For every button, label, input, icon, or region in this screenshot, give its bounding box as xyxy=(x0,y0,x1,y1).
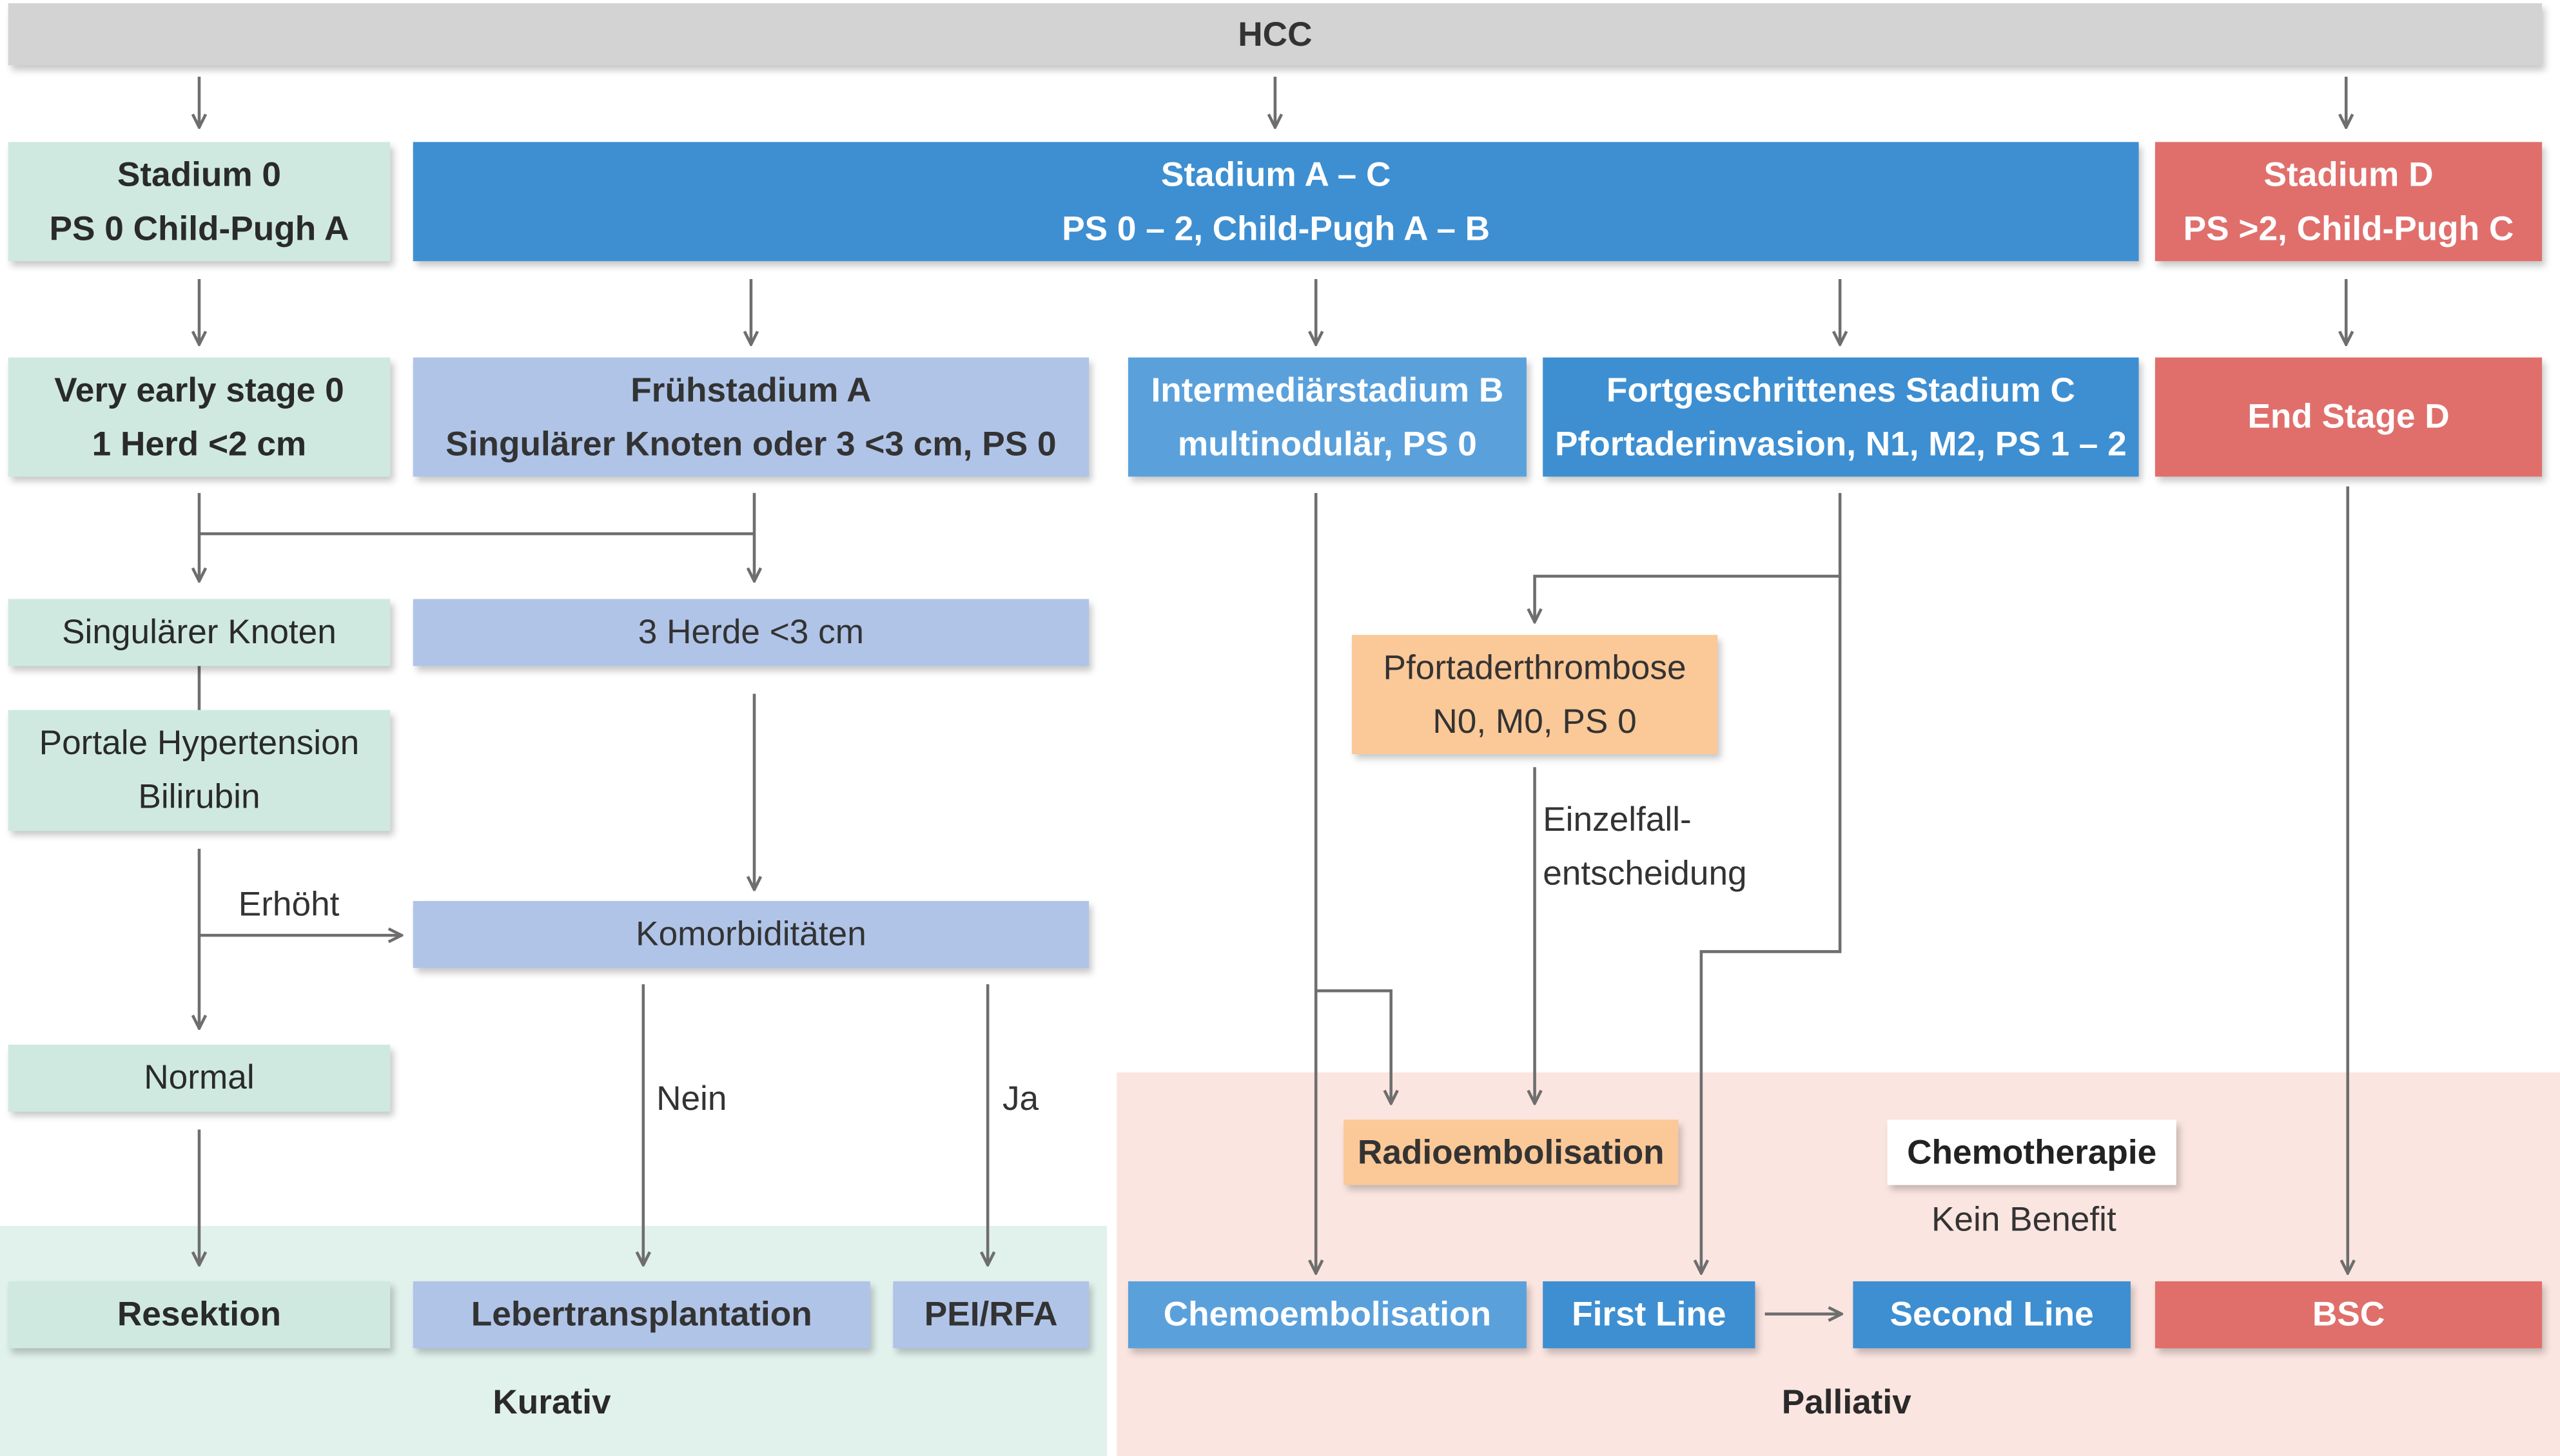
end-stage-box: End Stage D xyxy=(2155,357,2543,477)
arrow-advanced-thrombosis xyxy=(1535,492,1842,622)
singular-node-label: Singulärer Knoten xyxy=(62,614,337,652)
advanced-stage-title: Fortgeschrittenes Stadium C xyxy=(1606,371,2075,409)
intermediate-stage-criteria: multinodulär, PS 0 xyxy=(1177,425,1477,463)
stage-0-criteria: PS 0 Child-Pugh A xyxy=(49,209,349,248)
chemoembolisation-box: Chemoembolisation xyxy=(1128,1281,1527,1348)
hcc-root-label: HCC xyxy=(1238,15,1313,53)
arrow-advanced-firstline xyxy=(1701,576,1842,1273)
chemotherapy-box: Chemotherapie xyxy=(1887,1120,2176,1185)
early-stage-box: Frühstadium A Singulärer Knoten oder 3 <… xyxy=(413,357,1089,477)
pei-rfa-label: PEI/RFA xyxy=(924,1296,1058,1334)
comorbidities-label: Komorbiditäten xyxy=(636,915,866,953)
stage-ac-title: Stadium A – C xyxy=(1160,155,1391,194)
stage-ac-criteria: PS 0 – 2, Child-Pugh A – B xyxy=(1062,209,1490,248)
portal-hypertension-label: Portale Hypertension xyxy=(39,724,360,762)
bilirubin-label: Bilirubin xyxy=(138,779,260,817)
portal-hypertension-box: Portale Hypertension Bilirubin xyxy=(8,710,391,831)
stage-ac-box: Stadium A – C PS 0 – 2, Child-Pugh A – B xyxy=(413,142,2139,262)
curative-zone-label: Kurativ xyxy=(493,1384,611,1422)
second-line-label: Second Line xyxy=(1890,1296,2094,1334)
end-stage-title: End Stage D xyxy=(2247,398,2450,436)
resection-box: Resektion xyxy=(8,1281,391,1348)
portal-thrombosis-label: Pfortaderthrombose xyxy=(1383,648,1686,686)
normal-label: Normal xyxy=(144,1059,255,1097)
very-early-stage-criteria: 1 Herd <2 cm xyxy=(92,425,307,463)
intermediate-stage-title: Intermediärstadium B xyxy=(1151,371,1504,409)
singular-node-box: Singulärer Knoten xyxy=(8,599,391,666)
intermediate-stage-box: Intermediärstadium B multinodulär, PS 0 xyxy=(1128,357,1527,477)
radioembolisation-box: Radioembolisation xyxy=(1344,1120,1679,1185)
early-stage-criteria: Singulärer Knoten oder 3 <3 cm, PS 0 xyxy=(445,425,1057,463)
comorbidities-box: Komorbiditäten xyxy=(413,900,1089,968)
palliative-zone-label: Palliativ xyxy=(1781,1384,1911,1422)
liver-transplant-label: Lebertransplantation xyxy=(471,1296,812,1334)
resection-label: Resektion xyxy=(117,1296,282,1334)
elevated-label: Erhöht xyxy=(238,886,340,924)
portal-thrombosis-box: Pfortaderthrombose N0, M0, PS 0 xyxy=(1351,635,1718,755)
yes-label: Ja xyxy=(1002,1080,1039,1118)
stage-d-criteria: PS >2, Child-Pugh C xyxy=(2183,209,2514,248)
hcc-root-box: HCC xyxy=(8,3,2543,66)
early-stage-title: Frühstadium A xyxy=(630,371,872,409)
portal-thrombosis-criteria: N0, M0, PS 0 xyxy=(1432,703,1637,741)
stage-d-box: Stadium D PS >2, Child-Pugh C xyxy=(2155,142,2543,262)
bsc-label: BSC xyxy=(2312,1296,2385,1334)
very-early-stage-box: Very early stage 0 1 Herd <2 cm xyxy=(8,357,391,477)
three-foci-box: 3 Herde <3 cm xyxy=(413,599,1089,666)
pei-rfa-box: PEI/RFA xyxy=(893,1281,1089,1348)
case-decision-label-2: entscheidung xyxy=(1543,855,1747,893)
second-line-box: Second Line xyxy=(1853,1281,2131,1348)
radioembolisation-label: Radioembolisation xyxy=(1357,1133,1665,1172)
no-benefit-label: Kein Benefit xyxy=(1931,1201,2116,1239)
three-foci-label: 3 Herde <3 cm xyxy=(638,614,865,652)
chemotherapy-label: Chemotherapie xyxy=(1907,1133,2157,1172)
advanced-stage-criteria: Pfortaderinvasion, N1, M2, PS 1 – 2 xyxy=(1555,425,2127,463)
stage-d-title: Stadium D xyxy=(2263,155,2434,194)
stage-0-title: Stadium 0 xyxy=(117,155,282,194)
bsc-box: BSC xyxy=(2155,1281,2543,1348)
no-label: Nein xyxy=(656,1080,727,1118)
advanced-stage-box: Fortgeschrittenes Stadium C Pfortaderinv… xyxy=(1543,357,2139,477)
case-decision-label-1: Einzelfall- xyxy=(1543,801,1692,839)
chemoembolisation-label: Chemoembolisation xyxy=(1163,1296,1492,1334)
first-line-label: First Line xyxy=(1572,1296,1726,1334)
very-early-stage-title: Very early stage 0 xyxy=(54,371,344,409)
stage-0-box: Stadium 0 PS 0 Child-Pugh A xyxy=(8,142,391,262)
first-line-box: First Line xyxy=(1543,1281,1755,1348)
liver-transplant-box: Lebertransplantation xyxy=(413,1281,870,1348)
arrow-intermediate-radioembo xyxy=(1316,989,1391,1103)
normal-box: Normal xyxy=(8,1044,391,1112)
